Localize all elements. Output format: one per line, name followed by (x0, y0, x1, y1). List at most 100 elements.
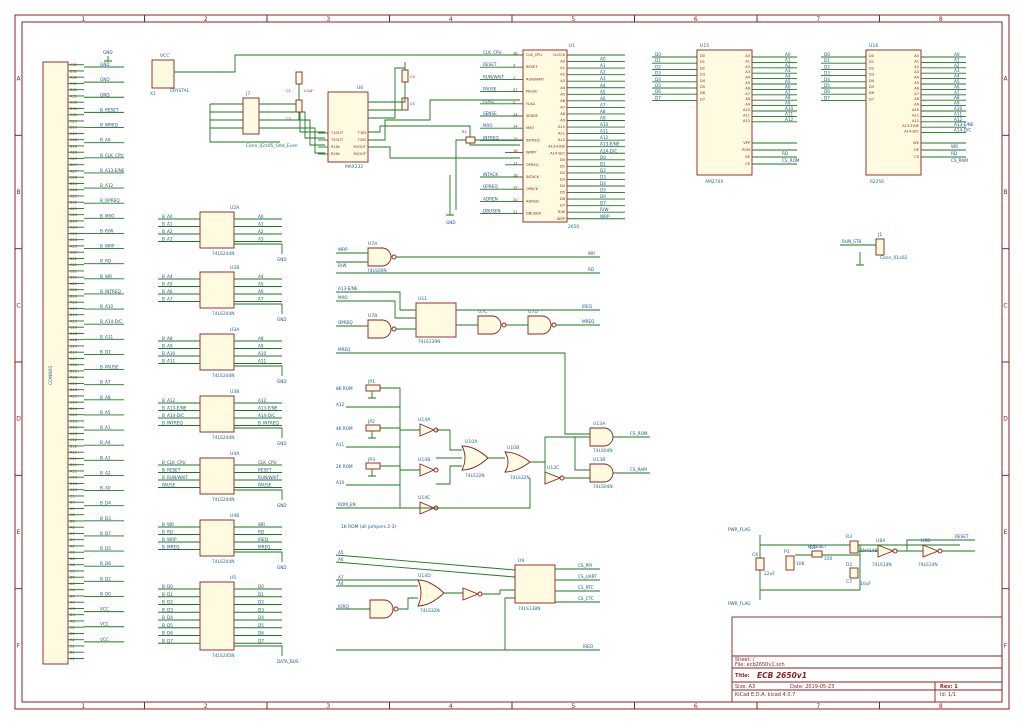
u7d-ref: U7D (528, 309, 538, 315)
connector-net-label: B_D1 (100, 349, 111, 354)
ram-addr-pin: A7 (914, 92, 919, 96)
u11-in-opreq: OPREQ (338, 320, 353, 325)
ram-ref: U16 (869, 43, 878, 49)
reset-part-ref: R3 (846, 534, 852, 540)
buffer-in-net: B_A11 (162, 359, 175, 364)
buffer-in-net: B_MREQ (162, 545, 180, 550)
ram-addr-net: A12 (954, 117, 963, 122)
reset-part-ref: P1 (784, 549, 790, 555)
buffer-in-net: B_A12 (162, 398, 175, 403)
frame-col-bottom: 6 (694, 703, 698, 710)
connector-gnd-symbols: GND (103, 50, 113, 62)
buffer-enable-net: GND (277, 257, 287, 262)
connector-net-label: B_A0 (100, 486, 111, 491)
ram-ctrl-net: WR (951, 144, 958, 149)
ram-data-net: D6 (824, 89, 830, 94)
io-input-net: A7 (338, 575, 344, 580)
ram-data-net: D2 (824, 64, 830, 69)
connector-net-label: B_CLK_CPU (100, 153, 124, 158)
connector-net-label: B_A3 (100, 455, 111, 460)
io-input-net: A5 (338, 550, 344, 555)
ram-addr-pin: A8 (914, 97, 919, 101)
buffer-out-net: A8 (258, 336, 264, 341)
frame-row-left: D (16, 416, 21, 423)
inverter-ref: U14A (418, 417, 431, 423)
tb-id: Id: 1/1 (940, 692, 956, 698)
frame-col-bottom: 1 (81, 703, 85, 710)
cpu-pin-name: A3 (560, 79, 565, 83)
ram-addr-net: A13-E/NE (954, 122, 974, 127)
buffer-enable-wire (234, 365, 283, 376)
rom-data-net: D1 (655, 58, 661, 63)
buffer-in-net: B_RD (162, 530, 173, 535)
cpu-left-net: M/IO (483, 123, 493, 128)
u7a-ref: U7A (368, 241, 378, 247)
cpu-right-net: A11 (600, 129, 609, 134)
rom-data-pin: D3 (700, 73, 705, 77)
cpu-pin-name: DBUSEN (526, 212, 541, 216)
cpu-right-net: A1 (600, 63, 606, 68)
rom-jumper-ref: JP2 (367, 419, 375, 425)
connector-net-label: B_OPREQ (100, 198, 120, 203)
cpu-left-net: INTACK (483, 172, 498, 177)
ram-addr-pin: A5 (914, 81, 919, 85)
buffer-in-net: B_D5 (162, 623, 173, 628)
cpu-pin-name: D3 (560, 177, 565, 181)
rom-data-net: D0 (655, 52, 661, 57)
ram-addr-net: A6 (954, 84, 960, 89)
ram-addr-pin: A0 (914, 54, 919, 58)
buffer-out-net: A12 (258, 398, 267, 403)
rom-jumper-label: 4K ROM (336, 426, 353, 431)
connector-net-label: B_A12 (100, 183, 113, 188)
buffer-in-net: B_A5 (162, 282, 173, 287)
buffer-enable-wire (234, 303, 283, 314)
cpu-pin-number: 15 (513, 137, 518, 141)
ram-addr-net: A7 (954, 90, 960, 95)
ram-addr-pin: A11 (912, 113, 919, 117)
connector-net-label: B_WRP (100, 244, 115, 249)
connector-net-label: B_A14-D/C (100, 319, 122, 324)
inverter-gate (419, 463, 436, 477)
cpu-pin-name: WRPP (526, 151, 537, 155)
buffer-body (199, 333, 235, 371)
buffer-enable-wire (234, 489, 283, 500)
cpu-right-net: A6 (600, 96, 606, 101)
rom-ctrl-pin: CE (745, 162, 751, 166)
frame-row-right: E (1004, 529, 1008, 536)
buffer-enable-wire (234, 645, 283, 656)
rom-ctrl-net: CS_ROM (782, 158, 800, 163)
buffer-out-net: A5 (258, 282, 264, 287)
u7a-value: 74LS00N (367, 268, 387, 274)
rom-addr-net: A4 (785, 74, 791, 79)
gate-ref: U10B (507, 445, 519, 451)
ram-data-pin: D1 (869, 60, 874, 64)
buffer-out-net: D0 (258, 584, 264, 589)
buffer-in-net: B_D2 (162, 600, 173, 605)
cpu-value: 2650 (568, 224, 579, 230)
buffer-in-net: B_A4 (162, 274, 173, 279)
j1-value: Conn_01x02 (880, 255, 907, 261)
buffer-in-net: B_A13-E/NE (162, 406, 187, 411)
ram-ctrl-net: CS_RAM (951, 158, 968, 163)
cpu-left-net: CLK_CPU (483, 50, 502, 55)
buffer-out-net: PAUSE (258, 483, 272, 488)
gate-value: 74LS04N (593, 484, 613, 490)
connector-net-label: B_RD (100, 259, 111, 264)
buffer-value: 74LS244N (212, 497, 235, 503)
uart-pin-left: R1IN (331, 145, 340, 149)
buffer-value: 74LS244N (212, 251, 235, 257)
io-input-net: IORQ (338, 604, 349, 609)
cpu-pin-name: RESET (526, 65, 538, 69)
cpu-right-net: D7 (600, 201, 606, 206)
ram-addr-pin: A9 (914, 103, 919, 107)
buffer-body (199, 271, 235, 309)
ram-addr-pin: A2 (914, 65, 919, 69)
rom-data-pin: D4 (700, 79, 706, 83)
connector-net-label: B_D5 (100, 546, 111, 551)
mreq-net: MREQ (338, 347, 351, 352)
cpu-pin-name: M/IO (526, 126, 534, 130)
ram-value: 62256 (870, 179, 884, 185)
gate-ref: U13C (547, 465, 559, 471)
cpu-right-net: A12 (600, 135, 609, 140)
